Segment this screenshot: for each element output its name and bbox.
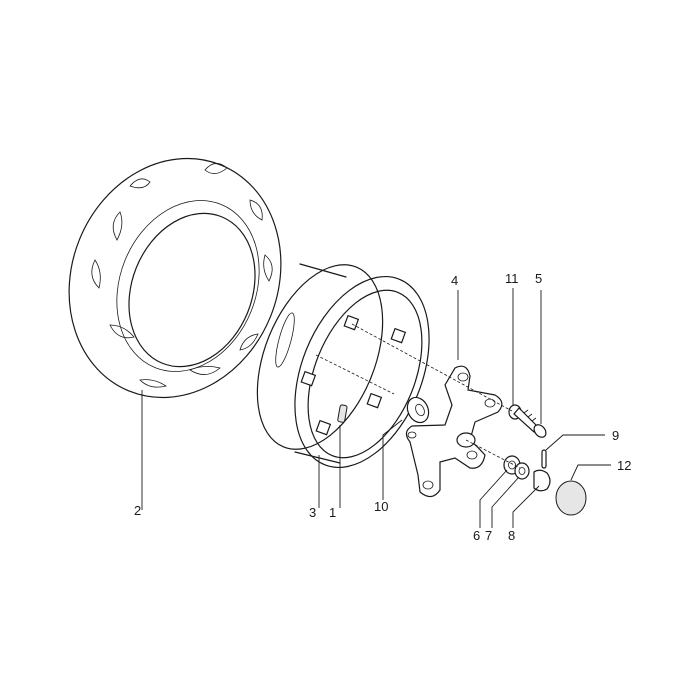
bolt-and-washer	[508, 404, 547, 438]
label-part-11: 11	[505, 271, 519, 286]
leader-lines	[141, 288, 611, 528]
label-part-7: 7	[485, 528, 492, 543]
label-part-9: 9	[612, 428, 619, 443]
label-part-1: 1	[329, 505, 336, 520]
label-part-8: 8	[508, 528, 515, 543]
label-part-5: 5	[535, 271, 542, 286]
tyre	[68, 157, 282, 399]
label-part-2: 2	[134, 503, 141, 518]
hub-cap	[555, 480, 587, 516]
part-labels: 2 3 1 10 4 11 5 6 7 8 9 12	[134, 271, 631, 543]
assembly-axes	[315, 323, 521, 469]
label-part-4: 4	[451, 273, 458, 288]
hub-plate	[405, 365, 503, 498]
nut-washer-pin	[503, 449, 551, 492]
label-part-12: 12	[617, 458, 631, 473]
label-part-3: 3	[309, 505, 316, 520]
label-part-10: 10	[374, 499, 388, 514]
label-part-6: 6	[473, 528, 480, 543]
spacer	[406, 396, 430, 424]
wheel-rim	[256, 263, 430, 469]
